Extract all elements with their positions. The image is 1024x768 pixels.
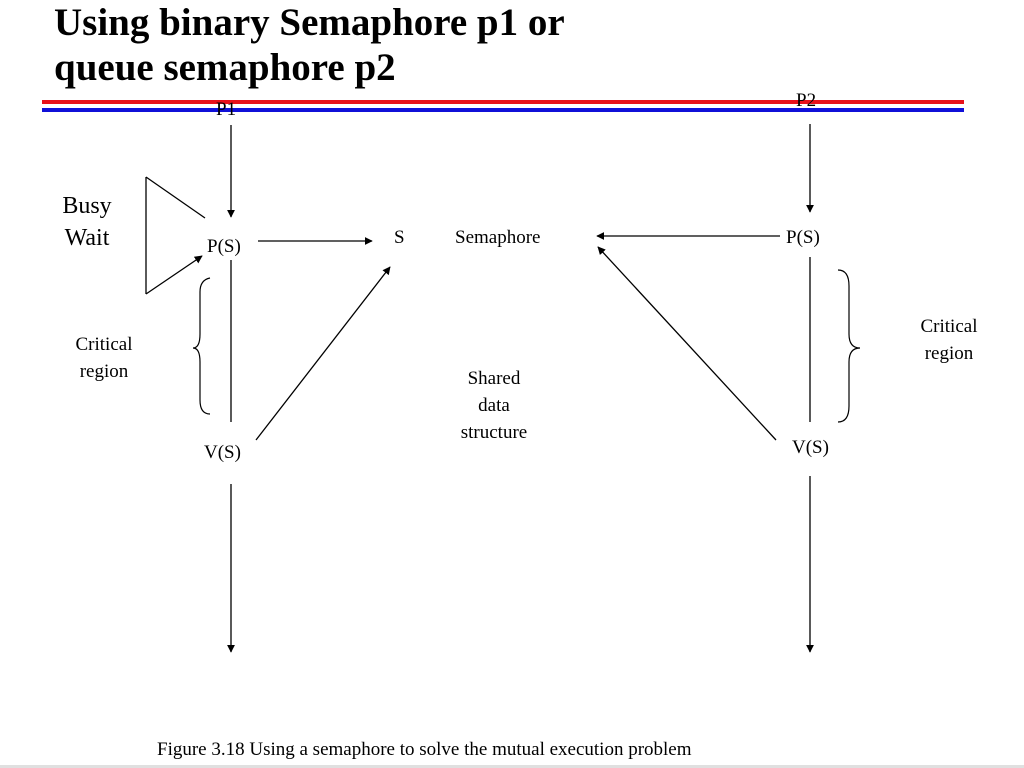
bottom-divider xyxy=(0,765,1024,768)
shared-data-structure-label: Shared data structure xyxy=(460,368,528,443)
critical-region-brace-left xyxy=(192,277,211,415)
page-title: Using binary Semaphore p1 or queue semap… xyxy=(54,1,565,89)
p1-vs-to-s-arrow xyxy=(255,266,391,441)
p2-vs-label: V(S) xyxy=(792,437,829,458)
critical-region-brace-right xyxy=(837,269,861,423)
semaphore-s-label: S xyxy=(394,227,405,248)
busy-wait-loop-top xyxy=(145,176,206,219)
p1-vs-label: V(S) xyxy=(204,442,241,463)
busy-wait-label: Busy Wait xyxy=(62,193,112,251)
p1-ps-label: P(S) xyxy=(207,236,241,257)
process-p1-label: P1 xyxy=(216,99,237,120)
busy-wait-loop-return xyxy=(145,255,203,295)
p2-vs-to-semaphore-arrow xyxy=(597,246,777,441)
critical-region-right-label: Critical region xyxy=(920,316,978,364)
semaphore-label: Semaphore xyxy=(455,227,541,248)
process-p2-label: P2 xyxy=(796,90,817,111)
p2-ps-label: P(S) xyxy=(786,227,820,248)
figure-caption: Figure 3.18 Using a semaphore to solve t… xyxy=(157,739,692,760)
critical-region-left-label: Critical region xyxy=(75,334,133,382)
